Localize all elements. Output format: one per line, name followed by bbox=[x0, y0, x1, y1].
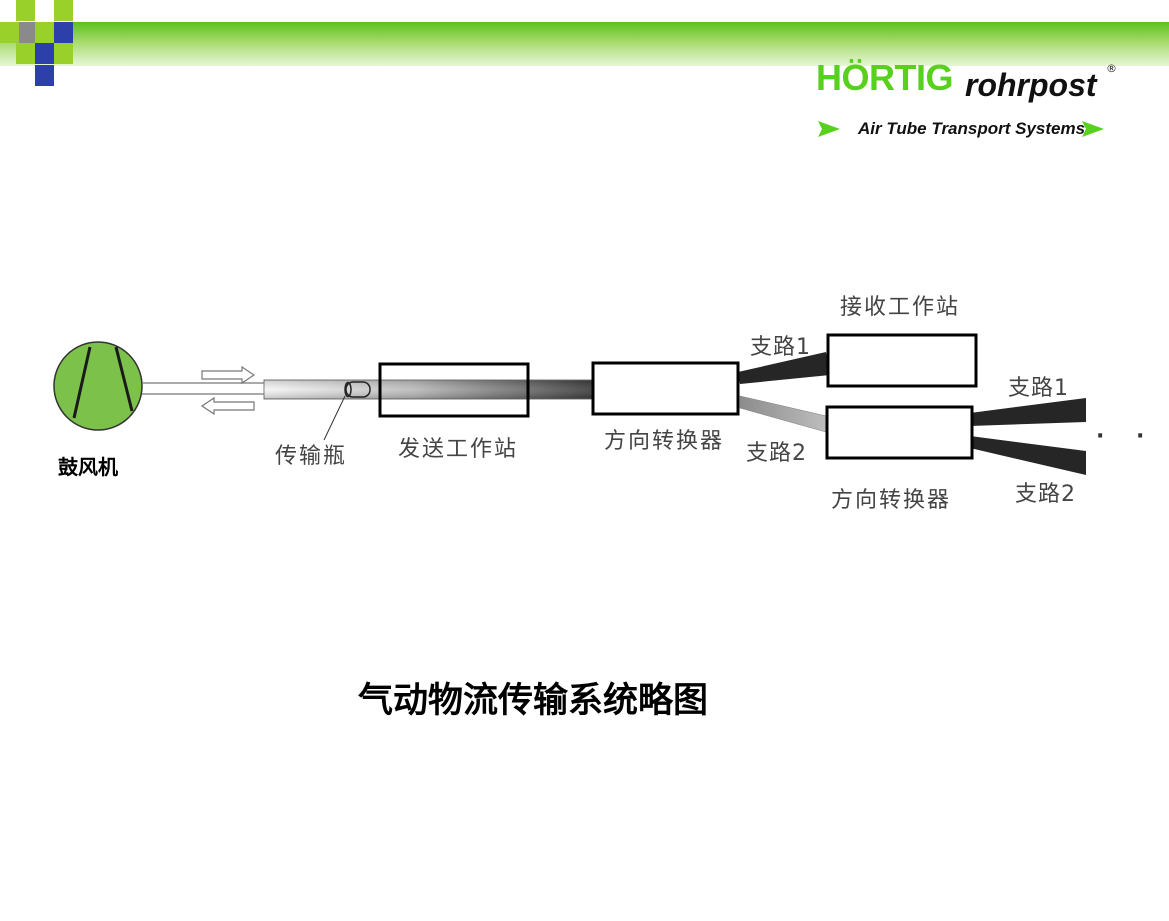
logo-brand: HÖRTIG bbox=[816, 57, 954, 98]
decor-square-green bbox=[16, 43, 35, 64]
decor-square-blue bbox=[35, 65, 54, 86]
diverter-1-box bbox=[591, 361, 740, 416]
logo-registered-mark: ® bbox=[1106, 62, 1117, 75]
receiving-station-box bbox=[826, 333, 978, 388]
carrier-pointer-line bbox=[323, 395, 346, 441]
branch-2-tube bbox=[739, 395, 827, 433]
decor-square-green bbox=[16, 0, 35, 21]
logo-word: rohrpost bbox=[965, 67, 1097, 103]
decor-square-blue bbox=[35, 43, 54, 64]
fan-blade bbox=[72, 346, 92, 419]
branch-1-tube bbox=[738, 352, 830, 384]
receiving-station-label: 接收工作站 bbox=[840, 295, 961, 320]
sending-station-label: 发送工作站 bbox=[398, 437, 519, 462]
play-arrow-icon bbox=[1082, 121, 1104, 137]
right-branch-2-tube bbox=[970, 436, 1086, 475]
right-branch-1-tube bbox=[970, 398, 1086, 426]
carrier-capsule bbox=[344, 381, 371, 398]
branch-2-right-label: 支路2 bbox=[1015, 482, 1076, 507]
play-arrow-icon bbox=[818, 121, 840, 137]
decor-square-green bbox=[54, 0, 73, 21]
header-gradient-bar bbox=[0, 22, 1169, 66]
main-tube-shade bbox=[264, 380, 594, 399]
blower-fan-body bbox=[53, 341, 143, 431]
blower-fan bbox=[53, 341, 143, 431]
diagram-caption: 气动物流传输系统略图 bbox=[358, 681, 709, 721]
continuation-dots: · · · bbox=[1096, 424, 1169, 449]
diverter-2-box bbox=[825, 405, 974, 460]
branch-1-right-label: 支路1 bbox=[1008, 376, 1069, 401]
decor-square-green bbox=[0, 22, 19, 43]
branch-2-upper-label: 支路2 bbox=[746, 441, 807, 466]
decor-square-green bbox=[54, 43, 73, 64]
carrier-label: 传输瓶 bbox=[275, 444, 348, 469]
diverter-1-label: 方向转换器 bbox=[604, 429, 725, 454]
branch-1-upper-label: 支路1 bbox=[750, 335, 811, 360]
diverter-2-label: 方向转换器 bbox=[831, 488, 952, 513]
hortig-logo: HÖRTIG rohrpost ® Air Tube Transport Sys… bbox=[810, 55, 1117, 145]
sending-station-box bbox=[378, 362, 530, 418]
decor-square-green bbox=[35, 22, 54, 43]
fan-blade bbox=[114, 346, 134, 412]
blower-fan-label: 鼓风机 bbox=[58, 455, 118, 479]
right-arrow-icon bbox=[201, 365, 256, 385]
decor-square-gray bbox=[16, 22, 35, 43]
logo-tagline: Air Tube Transport Systems bbox=[858, 119, 1086, 138]
left-arrow-icon bbox=[200, 396, 255, 416]
decor-square-blue bbox=[54, 22, 73, 43]
